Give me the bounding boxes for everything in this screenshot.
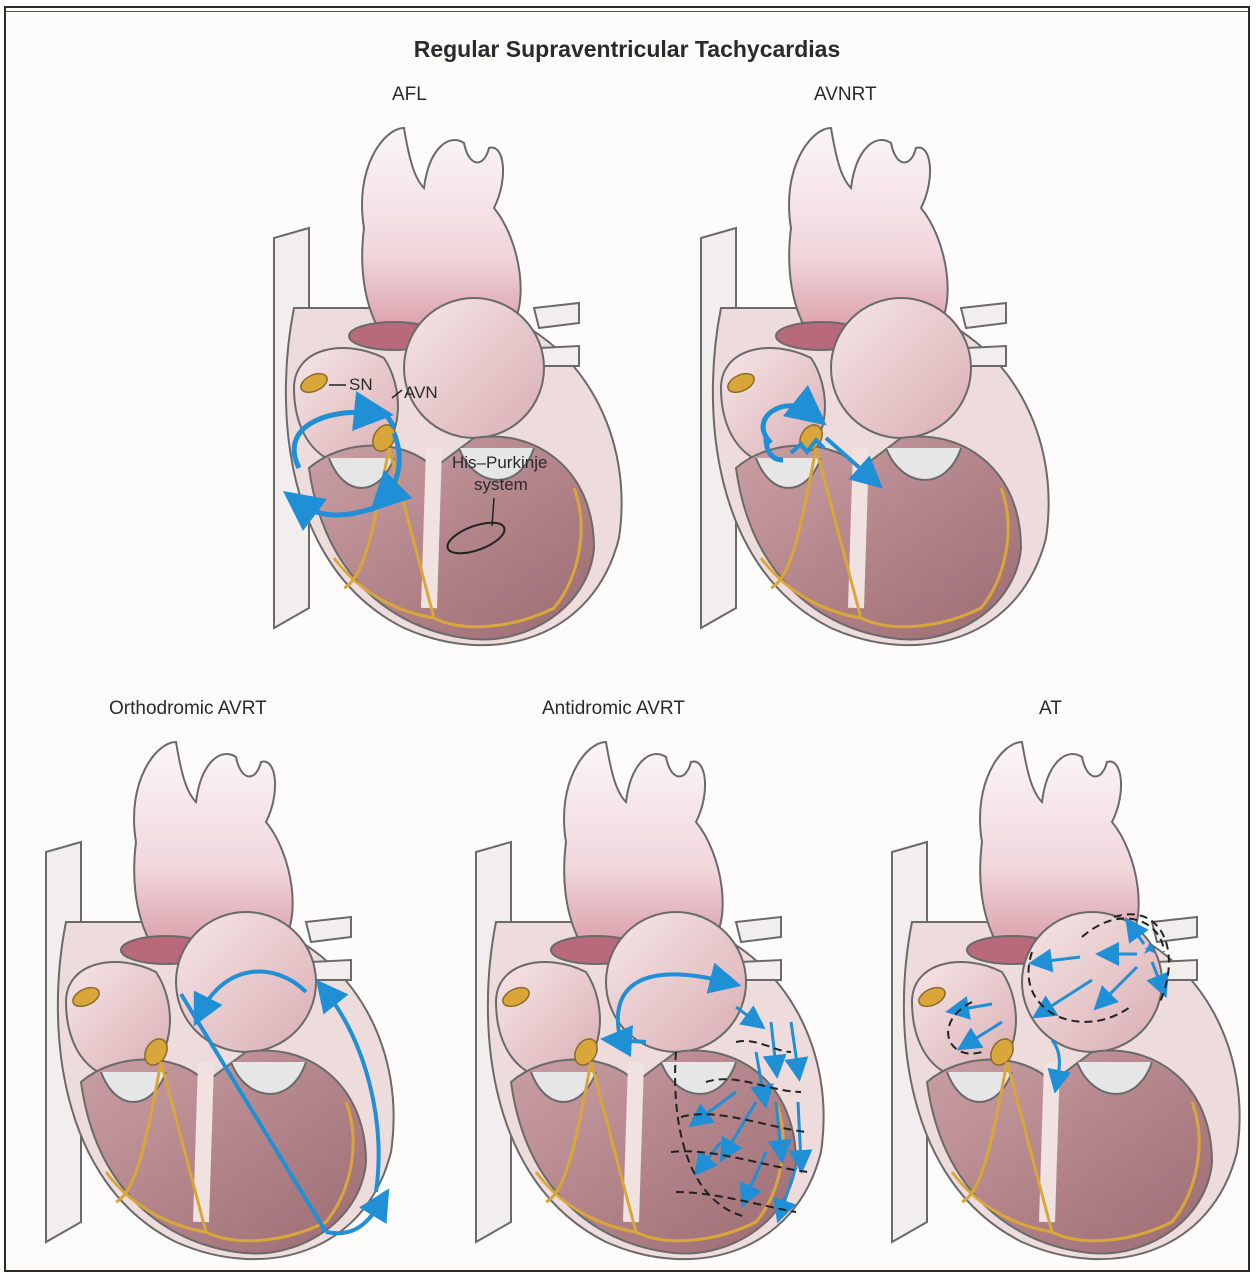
heart-diagram-afl: SN AVN His–Purkinje system (234, 108, 634, 668)
heart-diagram-antidromic-avrt (436, 722, 856, 1272)
heart-illustration (476, 742, 824, 1259)
septum (429, 448, 434, 608)
heart-illustration (46, 742, 394, 1259)
left-atrium (1022, 912, 1162, 1052)
heart-illustration (701, 128, 1049, 645)
callout-sn: SN (349, 375, 373, 394)
callout-avn: AVN (404, 383, 438, 402)
heart-illustration (274, 128, 622, 645)
callout-system: system (474, 475, 528, 494)
figure-frame: Regular Supraventricular Tachycardias AF… (4, 6, 1250, 1272)
panel-label-at: AT (1039, 698, 1062, 720)
septum (201, 1062, 206, 1222)
panel-label-antidromic-avrt: Antidromic AVRT (542, 698, 685, 720)
septum (1047, 1062, 1052, 1222)
heart-diagram-at (852, 722, 1252, 1272)
callout-his-purkinje: His–Purkinje (452, 453, 547, 472)
heart-diagram-orthodromic-avrt (6, 722, 436, 1272)
heart-diagram-avnrt (661, 108, 1061, 668)
septum (631, 1062, 636, 1222)
panel-label-afl: AFL (392, 84, 427, 106)
figure-title: Regular Supraventricular Tachycardias (6, 36, 1248, 63)
panel-label-orthodromic-avrt: Orthodromic AVRT (109, 698, 267, 720)
heart-illustration (892, 742, 1240, 1259)
septum (856, 448, 861, 608)
panel-label-avnrt: AVNRT (814, 84, 877, 106)
left-atrium (831, 298, 971, 438)
left-atrium (404, 298, 544, 438)
